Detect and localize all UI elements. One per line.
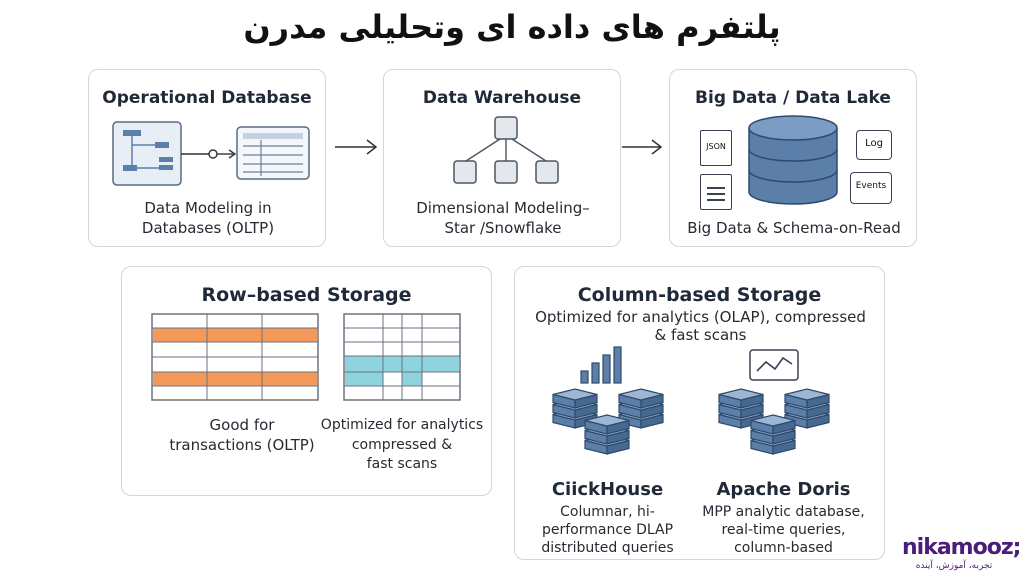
star-schema-icon (453, 116, 559, 184)
column-caption-line2: compressed & (351, 437, 453, 453)
doris-name: Apache Doris (716, 479, 851, 500)
card-title: Row–based Storage (201, 284, 412, 306)
column-table-icon (343, 313, 461, 401)
document-icon (700, 174, 732, 210)
column-caption-line1: Optimized for analytics (320, 417, 484, 433)
card-row-storage: Row–based Storage Good for transactions … (121, 266, 492, 496)
row-caption-line2: transactions (OLTP) (169, 436, 315, 454)
row-caption-line1: Good for (209, 416, 275, 434)
logo-text: nikamooz; (902, 535, 1021, 560)
log-label: Log (865, 138, 883, 149)
schema-diagram-icon (112, 121, 310, 186)
clickhouse-line2: performance DLAP (541, 522, 674, 538)
card-caption-line2: Databases (OLTP) (141, 219, 275, 237)
arrow-right-icon (622, 139, 663, 155)
card-data-warehouse: Data Warehouse Dimensional Modeling– Sta… (383, 69, 621, 247)
bar-chart-icon (580, 346, 622, 384)
clickhouse-line3: distributed queries (541, 540, 674, 556)
line-chart-icon (749, 349, 799, 381)
log-file-icon: Log (856, 130, 892, 160)
doris-line2: real-time queries, (721, 522, 846, 538)
doris-line3: column-based (734, 540, 833, 556)
events-label: Events (855, 181, 887, 191)
card-column-storage: Column-based Storage Optimized for analy… (514, 266, 885, 560)
card-subtitle-line2: & fast scans (654, 326, 747, 344)
card-caption: Big Data & Schema-on-Read (687, 219, 901, 237)
card-title: Operational Database (102, 88, 312, 108)
row-table-icon (151, 313, 319, 401)
database-cylinder-icon (748, 115, 838, 205)
arrow-right-icon (335, 139, 378, 155)
card-caption-line1: Dimensional Modeling– (416, 199, 590, 217)
server-stack-icon (718, 388, 830, 455)
card-subtitle-line1: Optimized for analytics (OLAP), compress… (535, 308, 866, 326)
doris-line1: MPP analytic database, (702, 504, 865, 520)
card-title: Data Warehouse (422, 88, 582, 108)
json-label: JSON (706, 142, 726, 151)
json-file-icon: JSON (700, 130, 732, 166)
card-title: Big Data / Data Lake (695, 88, 891, 108)
nikamooz-logo[interactable]: nikamooz; تجربه، آموزش، آینده (902, 535, 1021, 575)
server-stack-icon (552, 388, 664, 455)
column-caption-line3: fast scans (366, 456, 438, 472)
clickhouse-line1: Columnar, hi- (560, 504, 655, 520)
events-icon: Events (850, 172, 892, 204)
card-title: Column-based Storage (577, 284, 822, 306)
card-caption-line1: Data Modeling in (144, 199, 272, 217)
logo-tagline: تجربه، آموزش، آینده (915, 561, 993, 571)
card-big-data: Big Data / Data Lake JSON Log Events Big… (669, 69, 917, 247)
page-title: پلتفرم های داده ای وتحلیلی مدرن (243, 8, 781, 46)
card-caption-line2: Star /Snowflake (444, 219, 562, 237)
clickhouse-name: CiickHouse (551, 479, 664, 500)
card-operational-database: Operational Database Data Modeling in Da… (88, 69, 326, 247)
